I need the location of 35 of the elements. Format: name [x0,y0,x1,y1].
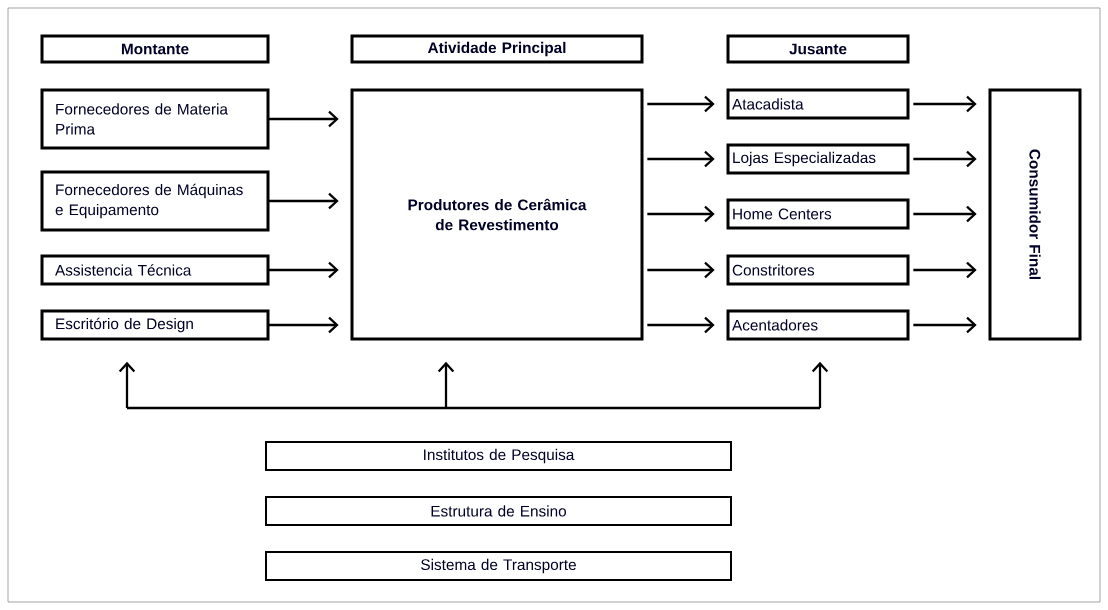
arrow [268,261,339,279]
arrow [118,361,136,408]
arrow [913,150,977,168]
process-box: Escritório de Design [40,309,270,341]
header-box: Jusante [726,34,910,64]
arrow [913,316,977,334]
arrow [268,316,339,334]
arrow [811,361,829,408]
process-box: Consumidor Final [988,88,1082,341]
process-box: Produtores de Cerâmica de Revestimento [350,88,644,341]
process-box: Estrutura de Ensino [265,496,732,526]
arrow [913,95,977,113]
process-box: Assistencia Técnica [40,254,270,286]
arrow [647,205,715,223]
process-box: Fornecedores de Máquinas e Equipamento [40,170,270,232]
arrow [647,150,715,168]
arrow [268,110,339,128]
process-box: Acentadores [726,309,910,341]
arrow [913,261,977,279]
process-box: Institutos de Pesquisa [265,441,732,471]
process-box: Lojas Especializadas [726,143,910,175]
process-box: Sistema de Transporte [265,551,732,581]
process-box: Atacadista [726,88,910,120]
process-box: Constritores [726,254,910,286]
arrow [268,192,339,210]
header-box: Montante [40,34,270,64]
arrow [647,316,715,334]
arrow [647,95,715,113]
arrow [913,205,977,223]
process-box: Fornecedores de Materia Prima [40,88,270,150]
arrow [437,361,455,408]
arrow [647,261,715,279]
connector-line [127,406,820,410]
header-box: Atividade Principal [350,34,644,64]
process-box: Home Centers [726,198,910,230]
